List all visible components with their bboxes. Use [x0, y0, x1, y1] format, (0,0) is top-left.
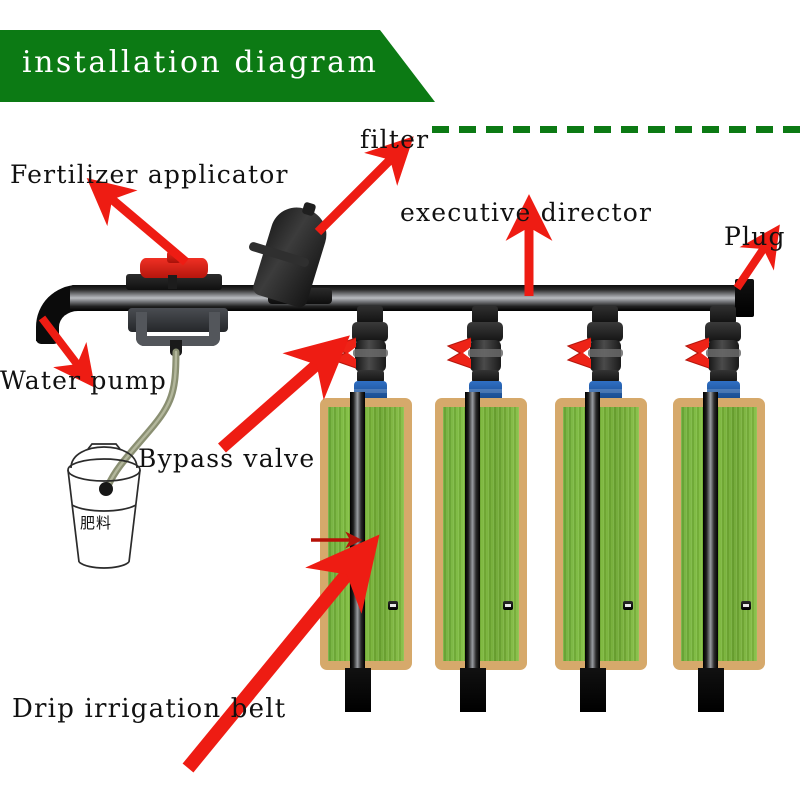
bypass-valve-handle[interactable] [676, 334, 710, 372]
bucket-label-cn: 肥料 [80, 514, 113, 532]
fertilizer-applicator-outlet [170, 340, 182, 356]
bypass-valve-handle[interactable] [438, 334, 472, 372]
branch-assembly-4 [663, 0, 783, 800]
arrow-bypass-valve [218, 335, 350, 453]
drip-belt-panel-3 [555, 398, 647, 670]
fertilizer-bucket-drawing [67, 443, 141, 569]
label-executive-director: executive director [400, 198, 653, 227]
drip-emitter-fitting [623, 601, 633, 610]
suction-tube-weight [99, 482, 113, 496]
grass-bed [443, 407, 519, 661]
banner-dashed-rule [432, 126, 800, 133]
label-fertilizer-applicator: Fertilizer applicator [10, 160, 289, 189]
label-water-pump: Water pump [0, 366, 167, 395]
grass-bed [681, 407, 757, 661]
valve-top-nut [705, 322, 741, 342]
valve-lower-nut [472, 370, 499, 383]
valve-top-nut [587, 322, 623, 342]
grass-bed [563, 407, 639, 661]
drip-emitter-fitting [503, 601, 513, 610]
tee-fitting [357, 306, 383, 324]
valve-body-ring [468, 349, 503, 357]
tee-fitting [710, 306, 736, 324]
drip-belt-panel-4 [673, 398, 765, 670]
drip-belt-panel-1 [320, 398, 412, 670]
bypass-valve-handle[interactable] [558, 334, 592, 372]
valve-lower-nut [592, 370, 619, 383]
valve-body-ring [353, 349, 388, 357]
drip-belt-riser-3 [585, 392, 600, 682]
drip-belt-end-cap-1 [345, 668, 371, 712]
valve-top-nut [467, 322, 503, 342]
header-banner: installation diagram [0, 30, 800, 133]
water-pump-inlet-tip [36, 330, 59, 344]
drip-belt-riser-2 [465, 392, 480, 682]
valve-body-ring [706, 349, 741, 357]
drip-belt-riser-4 [703, 392, 718, 682]
banner-background [0, 30, 435, 102]
drip-belt-riser-1 [350, 392, 365, 682]
drip-belt-end-cap-2 [460, 668, 486, 712]
tee-fitting [472, 306, 498, 324]
label-filter: filter [360, 125, 430, 154]
grass-bed [328, 407, 404, 661]
bypass-valve-handle[interactable] [323, 334, 357, 372]
valve-top-nut [352, 322, 388, 342]
tee-fitting [592, 306, 618, 324]
label-drip-irrigation-belt: Drip irrigation belt [12, 694, 287, 724]
label-bypass-valve: Bypass valve [138, 444, 316, 473]
valve-lower-nut [357, 370, 384, 383]
page-title: installation diagram [22, 45, 379, 80]
drip-belt-end-cap-4 [698, 668, 724, 712]
drip-emitter-fitting [741, 601, 751, 610]
drip-emitter-fitting [388, 601, 398, 610]
fertilizer-applicator-stem [168, 275, 177, 289]
drip-belt-panel-2 [435, 398, 527, 670]
valve-lower-nut [710, 370, 737, 383]
label-plug: Plug [724, 222, 786, 251]
valve-body-ring [588, 349, 623, 357]
drip-belt-end-cap-3 [580, 668, 606, 712]
